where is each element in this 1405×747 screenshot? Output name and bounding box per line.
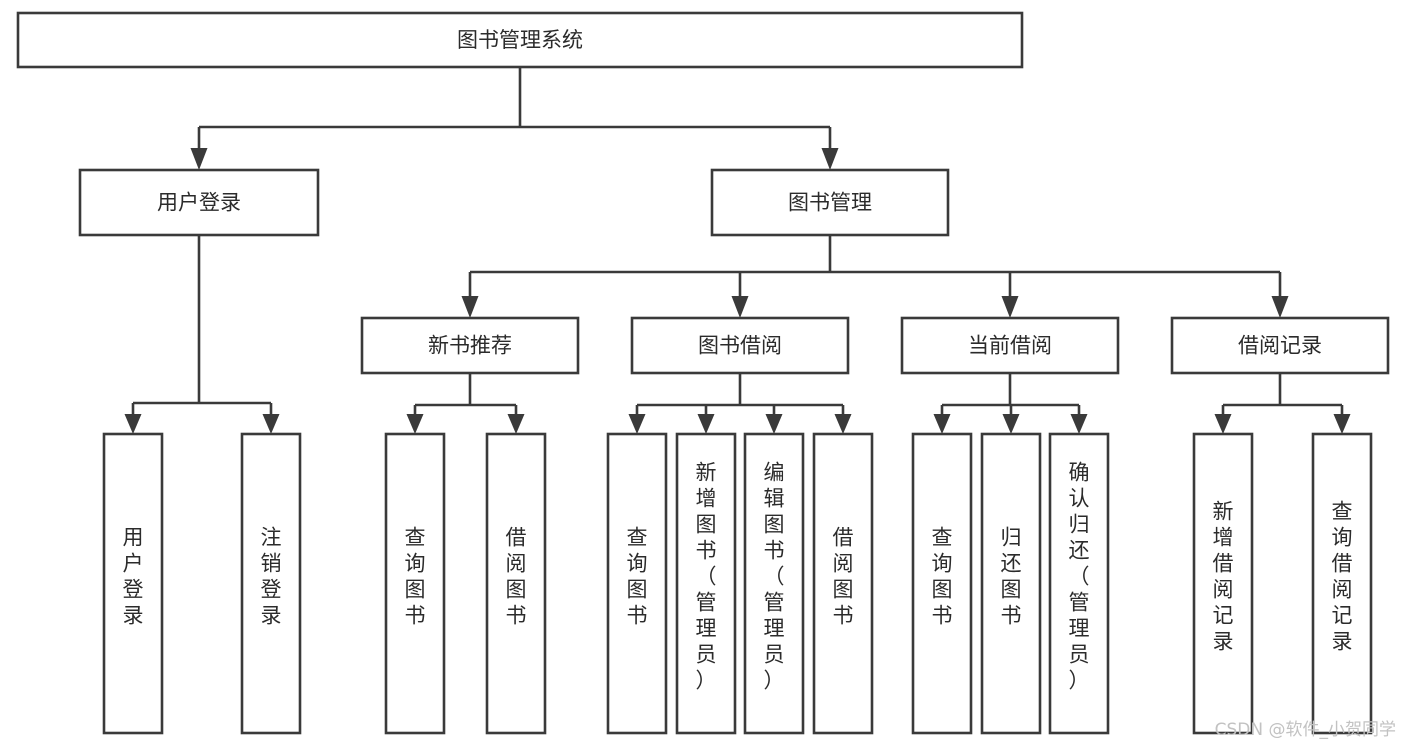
node-new-book-rec-label: 新书推荐 <box>428 334 512 358</box>
node-user-login[interactable]: 用户登录 <box>78 168 320 237</box>
node-leaf-borrow-book-rec-label: 借阅图书 <box>506 526 527 628</box>
node-root-book-management-system-label: 图书管理系统 <box>457 28 583 52</box>
node-leaf-query-record-label: 查询借阅记录 <box>1332 500 1353 654</box>
node-leaf-query-book-borrow-rect <box>606 432 668 735</box>
node-leaf-edit-book[interactable]: 编辑图书（管理员） <box>743 432 805 735</box>
node-leaf-add-book-rect <box>675 432 737 735</box>
node-leaf-add-book[interactable]: 新增图书（管理员） <box>675 432 737 735</box>
node-leaf-add-book-label: 新增图书（管理员） <box>696 461 717 693</box>
node-leaf-return-book[interactable]: 归还图书 <box>980 432 1042 735</box>
node-leaf-query-book-current-label: 查询图书 <box>932 526 953 628</box>
node-leaf-confirm-return-rect <box>1048 432 1110 735</box>
node-leaf-user-login-label: 用户登录 <box>123 526 144 628</box>
node-leaf-confirm-return-label: 确认归还（管理员） <box>1069 461 1090 693</box>
node-borrow-record-label: 借阅记录 <box>1238 334 1322 358</box>
node-new-book-rec[interactable]: 新书推荐 <box>360 316 580 375</box>
node-book-borrow-rect <box>630 316 850 375</box>
node-root-book-management-system-rect <box>16 11 1024 69</box>
csdn-watermark: CSDN @软件_小贺同学 <box>1215 720 1396 740</box>
node-leaf-borrow-book-rec[interactable]: 借阅图书 <box>485 432 547 735</box>
connector-lines <box>124 67 1351 434</box>
node-current-borrow[interactable]: 当前借阅 <box>900 316 1120 375</box>
node-leaf-query-book-rec-rect <box>384 432 446 735</box>
node-boxes: 图书管理系统用户登录图书管理新书推荐图书借阅当前借阅借阅记录用户登录注销登录查询… <box>16 11 1390 735</box>
node-leaf-user-logout-label: 注销登录 <box>261 526 282 628</box>
node-leaf-return-book-rect <box>980 432 1042 735</box>
node-leaf-query-record-rect <box>1311 432 1373 735</box>
node-leaf-user-login-rect <box>102 432 164 735</box>
node-borrow-record[interactable]: 借阅记录 <box>1170 316 1390 375</box>
node-leaf-user-login[interactable]: 用户登录 <box>102 432 164 735</box>
node-book-borrow-label: 图书借阅 <box>698 334 782 358</box>
node-leaf-user-logout-rect <box>240 432 302 735</box>
node-book-manage-label: 图书管理 <box>788 191 872 215</box>
node-new-book-rec-rect <box>360 316 580 375</box>
node-book-manage[interactable]: 图书管理 <box>710 168 950 237</box>
node-leaf-edit-book-label: 编辑图书（管理员） <box>764 461 785 693</box>
node-user-login-rect <box>78 168 320 237</box>
node-current-borrow-label: 当前借阅 <box>968 334 1052 358</box>
node-leaf-add-record-rect <box>1192 432 1254 735</box>
node-current-borrow-rect <box>900 316 1120 375</box>
node-leaf-query-book-current-rect <box>911 432 973 735</box>
node-leaf-query-book-rec-label: 查询图书 <box>405 526 426 628</box>
node-leaf-add-record[interactable]: 新增借阅记录 <box>1192 432 1254 735</box>
node-leaf-query-book-rec[interactable]: 查询图书 <box>384 432 446 735</box>
node-user-login-label: 用户登录 <box>157 191 241 215</box>
node-leaf-query-book-current[interactable]: 查询图书 <box>911 432 973 735</box>
node-leaf-query-book-borrow[interactable]: 查询图书 <box>606 432 668 735</box>
node-leaf-borrow-book[interactable]: 借阅图书 <box>812 432 874 735</box>
node-borrow-record-rect <box>1170 316 1390 375</box>
node-leaf-borrow-book-label: 借阅图书 <box>833 526 854 628</box>
node-book-borrow[interactable]: 图书借阅 <box>630 316 850 375</box>
node-leaf-borrow-book-rect <box>812 432 874 735</box>
node-book-manage-rect <box>710 168 950 237</box>
node-leaf-query-record[interactable]: 查询借阅记录 <box>1311 432 1373 735</box>
node-leaf-query-book-borrow-label: 查询图书 <box>627 526 648 628</box>
node-root-book-management-system[interactable]: 图书管理系统 <box>16 11 1024 69</box>
node-leaf-add-record-label: 新增借阅记录 <box>1213 500 1234 654</box>
node-leaf-return-book-label: 归还图书 <box>1001 526 1022 628</box>
node-leaf-borrow-book-rec-rect <box>485 432 547 735</box>
node-leaf-edit-book-rect <box>743 432 805 735</box>
node-leaf-confirm-return[interactable]: 确认归还（管理员） <box>1048 432 1110 735</box>
node-leaf-user-logout[interactable]: 注销登录 <box>240 432 302 735</box>
